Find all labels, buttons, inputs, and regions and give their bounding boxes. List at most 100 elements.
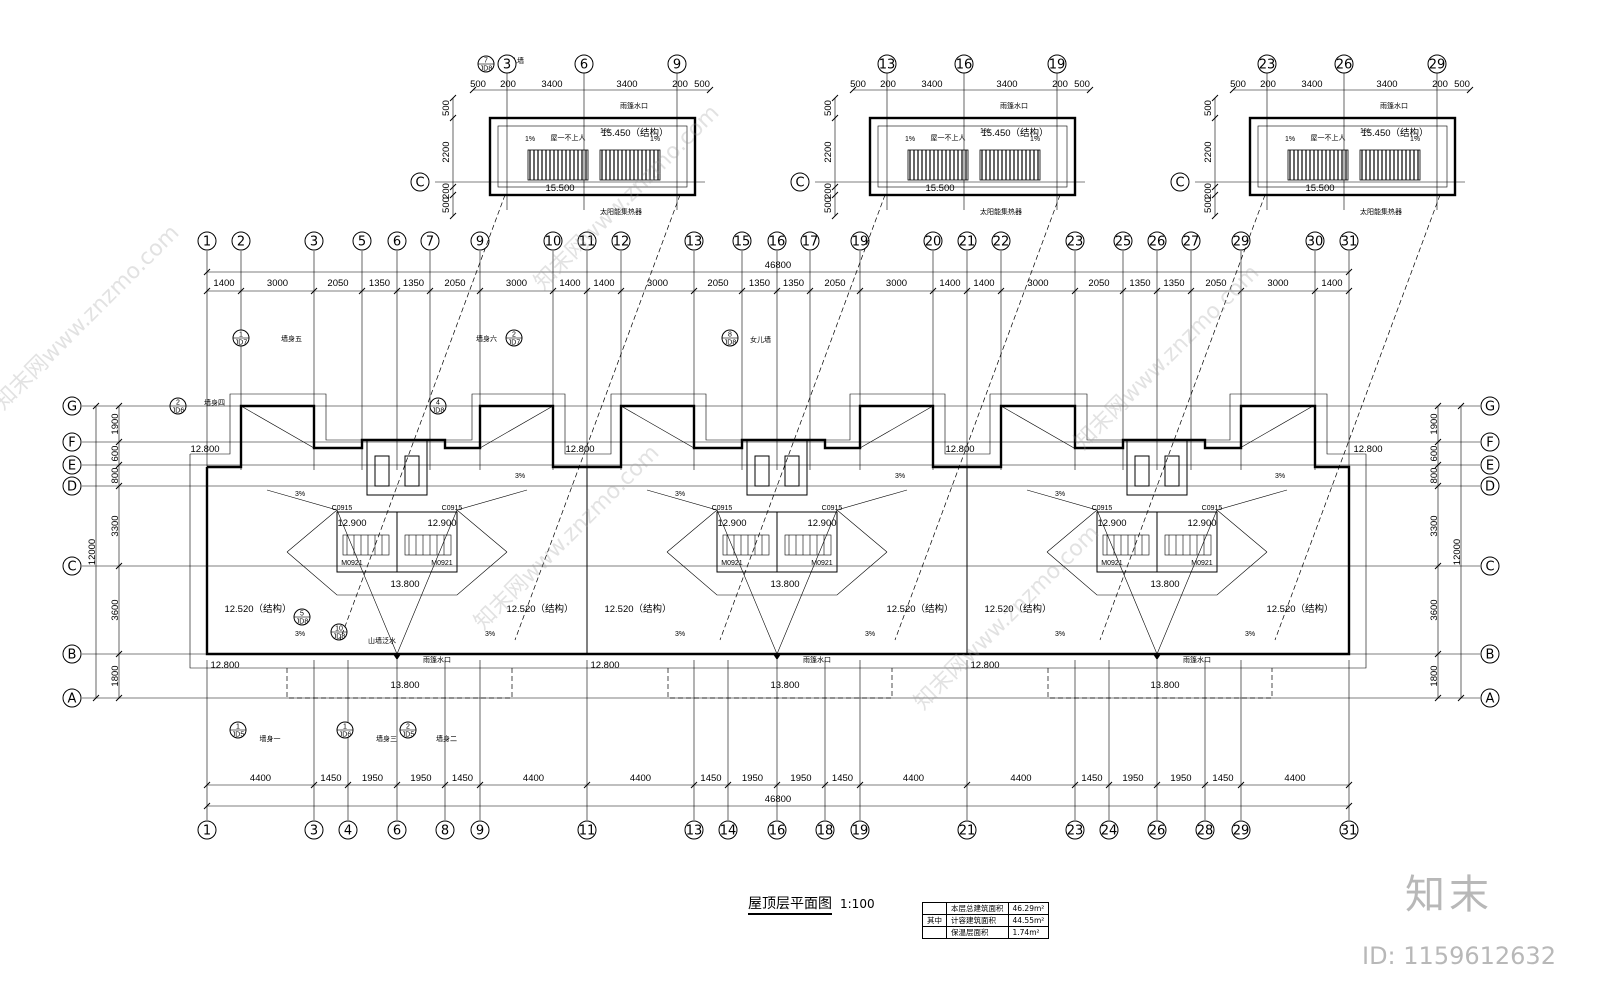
grid-axis-bubble-bottom [767, 820, 787, 840]
grid-axis-bubble-top [197, 231, 217, 251]
inset-row-bubble-label: C [1175, 176, 1184, 191]
detail-sheet: JD8 [296, 619, 309, 626]
inset-leader-line [894, 194, 1061, 641]
drain-marker [1153, 654, 1161, 660]
stair-flight [722, 534, 770, 556]
inset-dimension-value: 3400 [616, 79, 637, 90]
grid-axis-bubble-bottom-label: 31 [1341, 824, 1358, 839]
area-value-cell: 44.55m² [1007, 914, 1050, 927]
door-label: M0921 [811, 560, 833, 567]
dimension-value: 3600 [110, 599, 121, 620]
dimension-tick [1201, 781, 1209, 789]
inset-leader-line [1274, 194, 1441, 641]
detail-number: 10 [335, 626, 343, 633]
dimension-value: 600 [1429, 446, 1440, 462]
inset-row-bubble [1170, 172, 1190, 192]
roof-slope-line [1000, 405, 1075, 449]
grid-row-bubble-left-label: D [67, 480, 77, 495]
table-row: 其中 计容建筑面积 44.55m² [922, 914, 1050, 927]
grid-row-bubble-left [62, 396, 82, 416]
dimension-tick [1237, 287, 1245, 295]
dimension-value: 1450 [832, 773, 853, 784]
area-table: 本层总建筑面积 46.29m² 其中 计容建筑面积 44.55m² 保温层面积 … [922, 902, 1050, 939]
detail-sheet: JD5 [402, 732, 415, 739]
dimension-value: 1950 [362, 773, 383, 784]
area-group-cell [922, 926, 947, 939]
grid-axis-bubble-top [800, 231, 820, 251]
inset-dimension-value: 500 [441, 100, 452, 116]
elevation-label: 12.900 [717, 518, 746, 529]
grid-axis-bubble-bottom-label: 16 [769, 824, 786, 839]
area-group-cell [922, 902, 947, 915]
inset-dimension-value: 200 [441, 183, 452, 199]
elevation-label: 12.900 [427, 518, 456, 529]
dimension-tick [1345, 287, 1353, 295]
dimension-tick [426, 287, 434, 295]
roof-slope-line [266, 489, 338, 511]
grid-axis-bubble-bottom [338, 820, 358, 840]
grid-axis-bubble-top-label: 12 [613, 235, 630, 250]
roof-slope-line [836, 489, 908, 511]
dimension-value: 600 [110, 446, 121, 462]
dimension-value: 1450 [452, 773, 473, 784]
dimension-value: 1450 [1212, 773, 1233, 784]
grid-row-bubble-right-label: E [1486, 459, 1494, 474]
inset-dimension-value: 3400 [996, 79, 1017, 90]
elevation-label: 12.900 [1187, 518, 1216, 529]
grid-axis-bubble-top [923, 231, 943, 251]
grid-row-bubble-left [62, 644, 82, 664]
drawing-title: 屋顶层平面图 [748, 896, 832, 915]
grid-axis-bubble-top [1305, 231, 1325, 251]
detail-number: 2 [176, 400, 180, 407]
dimension-value: 1800 [1429, 665, 1440, 686]
dimension-tick [1229, 86, 1237, 94]
dimension-tick [1457, 694, 1465, 702]
dimension-tick [1311, 287, 1319, 295]
grid-row-bubble-left [62, 432, 82, 452]
grid-axis-bubble-top [1339, 231, 1359, 251]
dimension-tick [773, 287, 781, 295]
grid-axis-bubble-top-label: 15 [734, 235, 751, 250]
detail-number: 1 [239, 332, 243, 339]
grid-row-bubble-left-label: B [68, 648, 77, 663]
inset-dimension-value: 200 [672, 79, 688, 90]
slope-label: 3% [295, 631, 305, 638]
eave-outline [189, 393, 1367, 669]
dimension-tick [115, 694, 123, 702]
dimension-tick [690, 287, 698, 295]
detail-number: 5 [300, 611, 304, 618]
detail-number: 1 [343, 724, 347, 731]
grid-row-bubble-right [1480, 432, 1500, 452]
slope-label: 1% [980, 128, 990, 135]
grid-axis-bubble-bottom [718, 820, 738, 840]
inset-dimension-value: 500 [1203, 197, 1214, 213]
elevation-label: 12.800 [590, 660, 619, 671]
inset-leader-line [339, 194, 506, 641]
grid-axis-bubble-bottom-label: 4 [344, 824, 352, 839]
dimension-value: 1350 [1163, 278, 1184, 289]
inset-dimension-value: 200 [880, 79, 896, 90]
grid-axis-bubble-bottom-label: 29 [1233, 824, 1250, 839]
grid-row-bubble-right [1480, 644, 1500, 664]
inset-dimension-value: 500 [470, 79, 486, 90]
grid-axis-bubble-top-label: 25 [1115, 235, 1132, 250]
slope-label: 3% [895, 473, 905, 480]
inset-axis-bubble [667, 54, 687, 74]
dimension-tick [1434, 438, 1442, 446]
inset-axis-bubble [1334, 54, 1354, 74]
detail-sheet: JD8 [724, 340, 737, 347]
dimension-value: 1900 [1429, 413, 1440, 434]
dimension-tick [1466, 86, 1474, 94]
inset-dimension-value: 3400 [921, 79, 942, 90]
detail-sheet: JD6 [172, 408, 185, 415]
dimension-value: 4400 [1284, 773, 1305, 784]
door-label: M0921 [1191, 560, 1213, 567]
solar-collector [1287, 149, 1349, 181]
dimension-tick [115, 482, 123, 490]
grid-axis-bubble-top [352, 231, 372, 251]
elevation-label: 13.800 [1150, 680, 1179, 691]
dimension-tick [476, 287, 484, 295]
inset-dimension-value: 200 [1203, 183, 1214, 199]
overall-depth-right: 12000 [1452, 539, 1463, 565]
roof-slope-line [456, 489, 528, 511]
